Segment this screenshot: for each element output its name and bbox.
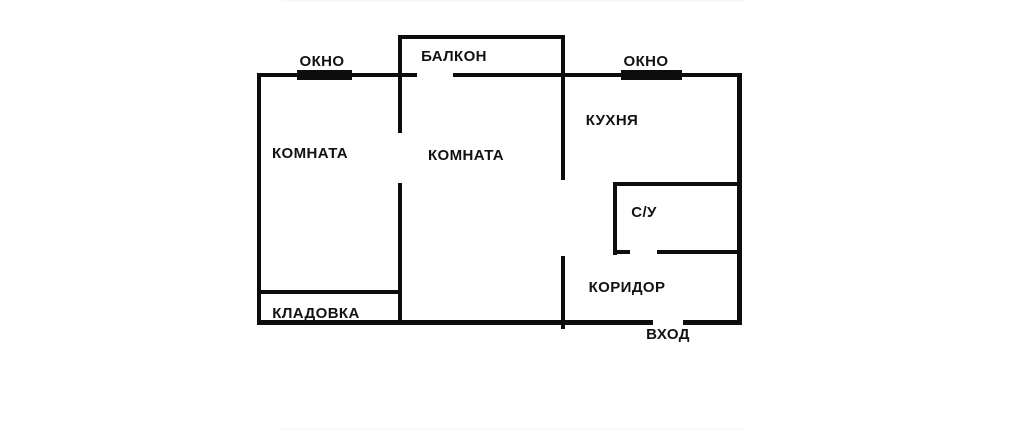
label-entrance: ВХОД (646, 326, 690, 343)
label-room-middle: КОМНАТА (427, 147, 505, 164)
kitchen-partition-upper (561, 177, 565, 180)
balcony-right-wall (561, 35, 565, 180)
balcony-top-wall (398, 35, 563, 39)
left-outer-wall (257, 73, 261, 324)
right-outer-wall (737, 73, 742, 325)
window-left-bar (297, 70, 352, 80)
label-balcony: БАЛКОН (421, 48, 487, 65)
bathroom-left-wall (613, 182, 617, 255)
bottom-wall-right-segment (683, 320, 741, 325)
label-kitchen: КУХНЯ (585, 112, 639, 129)
storage-top-wall (257, 290, 402, 294)
image-border-artifact-bottom (281, 428, 745, 430)
image-border-artifact-top (281, 0, 745, 2)
label-window-left: ОКНО (299, 53, 345, 70)
window-right-bar (621, 70, 682, 80)
label-corridor: КОРИДОР (588, 279, 666, 296)
label-storage: КЛАДОВКА (272, 305, 360, 322)
rooms-partition-lower (398, 183, 402, 324)
bathroom-bottom-wall-left-stub (613, 250, 630, 254)
bathroom-top-wall (613, 182, 741, 186)
corridor-partition-lower (561, 256, 565, 329)
bottom-wall-left-segment (257, 320, 653, 325)
bathroom-bottom-wall-right-segment (657, 250, 741, 254)
balcony-left-wall (398, 35, 402, 133)
label-room-left: КОМНАТА (271, 145, 349, 162)
top-wall-right-segment (453, 73, 741, 77)
label-window-right: ОКНО (623, 53, 669, 70)
label-bathroom: С/У (631, 204, 657, 221)
